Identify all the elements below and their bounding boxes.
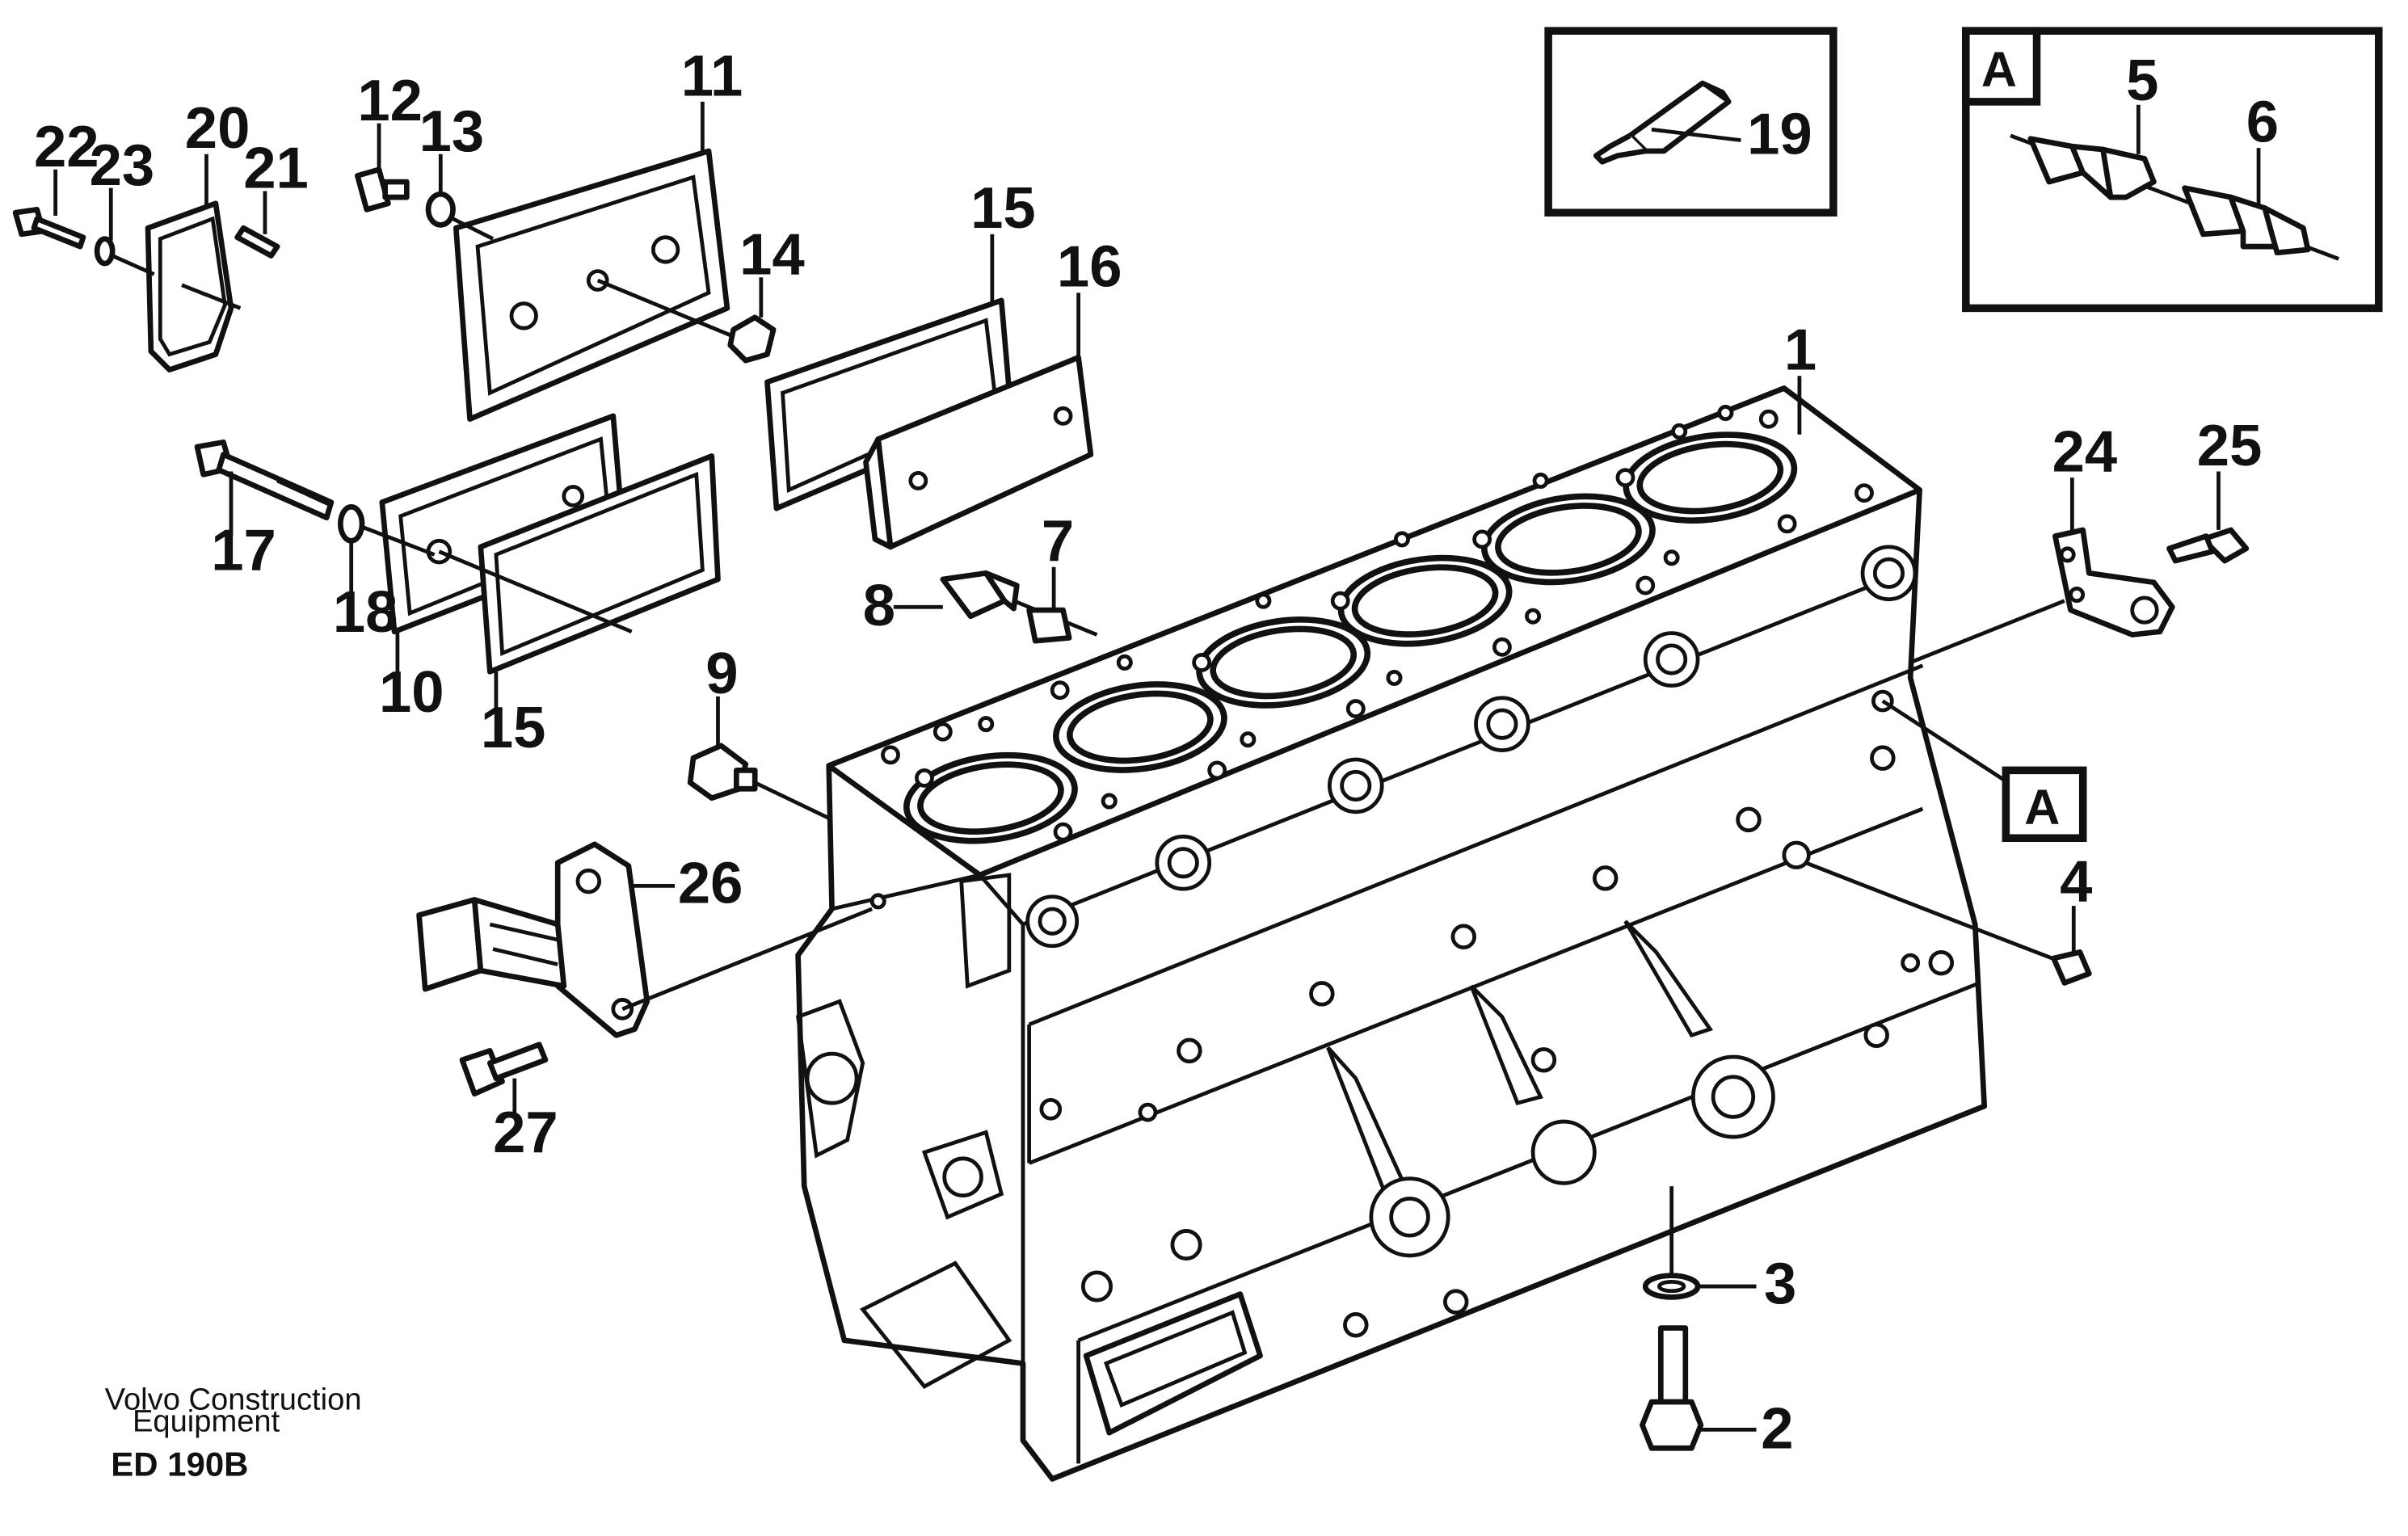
inset-sealant-box: 19 bbox=[1544, 27, 1838, 217]
callout-10: 10 bbox=[379, 659, 444, 725]
callout-12: 12 bbox=[357, 68, 423, 133]
sealant-tube-icon bbox=[1593, 80, 1732, 165]
bracket-part-24 bbox=[2052, 527, 2175, 638]
plug-part-4 bbox=[2051, 949, 2092, 986]
callout-19: 19 bbox=[1747, 102, 1812, 167]
callout-21: 21 bbox=[243, 136, 309, 201]
bolt-part-22 bbox=[12, 207, 86, 250]
callout-1: 1 bbox=[1784, 318, 1817, 383]
callout-13: 13 bbox=[419, 99, 485, 164]
callout-9: 9 bbox=[705, 641, 738, 706]
adapter-part-7 bbox=[1026, 607, 1072, 644]
callout-14: 14 bbox=[739, 221, 805, 287]
washer-part-13 bbox=[425, 191, 456, 228]
plug-part-12 bbox=[354, 166, 410, 213]
callout-22: 22 bbox=[34, 114, 99, 179]
callout-23: 23 bbox=[90, 133, 155, 198]
callout-25: 25 bbox=[2197, 413, 2263, 478]
publisher-line-2: Equipment bbox=[133, 1403, 280, 1438]
bolt-part-27 bbox=[459, 1042, 549, 1097]
adapter-fitting-icon bbox=[2027, 136, 2157, 200]
callout-3: 3 bbox=[1764, 1251, 1796, 1316]
cover-plate-16 bbox=[863, 355, 1094, 550]
crankcase-webs bbox=[1039, 745, 1896, 1192]
sensor-part-8 bbox=[940, 570, 1020, 620]
callout-24: 24 bbox=[2052, 419, 2118, 484]
washer-part bbox=[1642, 1273, 1701, 1300]
bolt-part-25 bbox=[2166, 527, 2250, 564]
publisher-line-1: Volvo Construction bbox=[105, 1382, 362, 1417]
inset-detail-a-box: A 5 6 bbox=[1962, 27, 2383, 313]
callout-4: 4 bbox=[2060, 848, 2092, 914]
callout-6: 6 bbox=[2246, 89, 2279, 154]
cylinder-bores bbox=[903, 431, 1798, 844]
washer-part-23 bbox=[94, 236, 116, 267]
callout-18: 18 bbox=[333, 579, 398, 645]
block-detail-a-label: A bbox=[2024, 780, 2060, 835]
callout-7: 7 bbox=[1042, 508, 1074, 574]
sensor-fitting-icon bbox=[2182, 185, 2311, 256]
callout-8: 8 bbox=[863, 573, 895, 638]
callout-20: 20 bbox=[185, 95, 250, 161]
lower-cover-plugs bbox=[1080, 949, 1955, 1338]
bracket-part-26 bbox=[416, 841, 650, 1038]
gasket-15-lower bbox=[478, 453, 721, 675]
deck-bolt-holes bbox=[881, 405, 1874, 842]
callout-15-upper: 15 bbox=[970, 175, 1036, 241]
callout-15-lower: 15 bbox=[481, 695, 546, 760]
side-cover-11 bbox=[453, 148, 730, 422]
nut-part-14 bbox=[727, 314, 777, 364]
detail-a-label: A bbox=[1981, 42, 2017, 97]
callout-2: 2 bbox=[1761, 1395, 1793, 1461]
callout-27: 27 bbox=[493, 1100, 558, 1165]
side-cover-plate bbox=[1083, 1291, 1263, 1436]
drawing-code: ED 190B bbox=[111, 1446, 248, 1483]
callout-5: 5 bbox=[2126, 48, 2158, 113]
engine-block bbox=[795, 385, 1988, 1482]
washer-part-18 bbox=[338, 503, 365, 544]
callout-26: 26 bbox=[678, 850, 743, 915]
callout-17: 17 bbox=[211, 518, 276, 583]
bolt-part bbox=[1640, 1325, 1704, 1451]
callout-16: 16 bbox=[1057, 234, 1122, 300]
pin-part-21 bbox=[234, 225, 280, 259]
bolt-part-17 bbox=[194, 439, 335, 521]
callout-11: 11 bbox=[681, 43, 743, 108]
block-side-plugs bbox=[1025, 545, 1918, 949]
plug-part-9 bbox=[687, 743, 758, 802]
